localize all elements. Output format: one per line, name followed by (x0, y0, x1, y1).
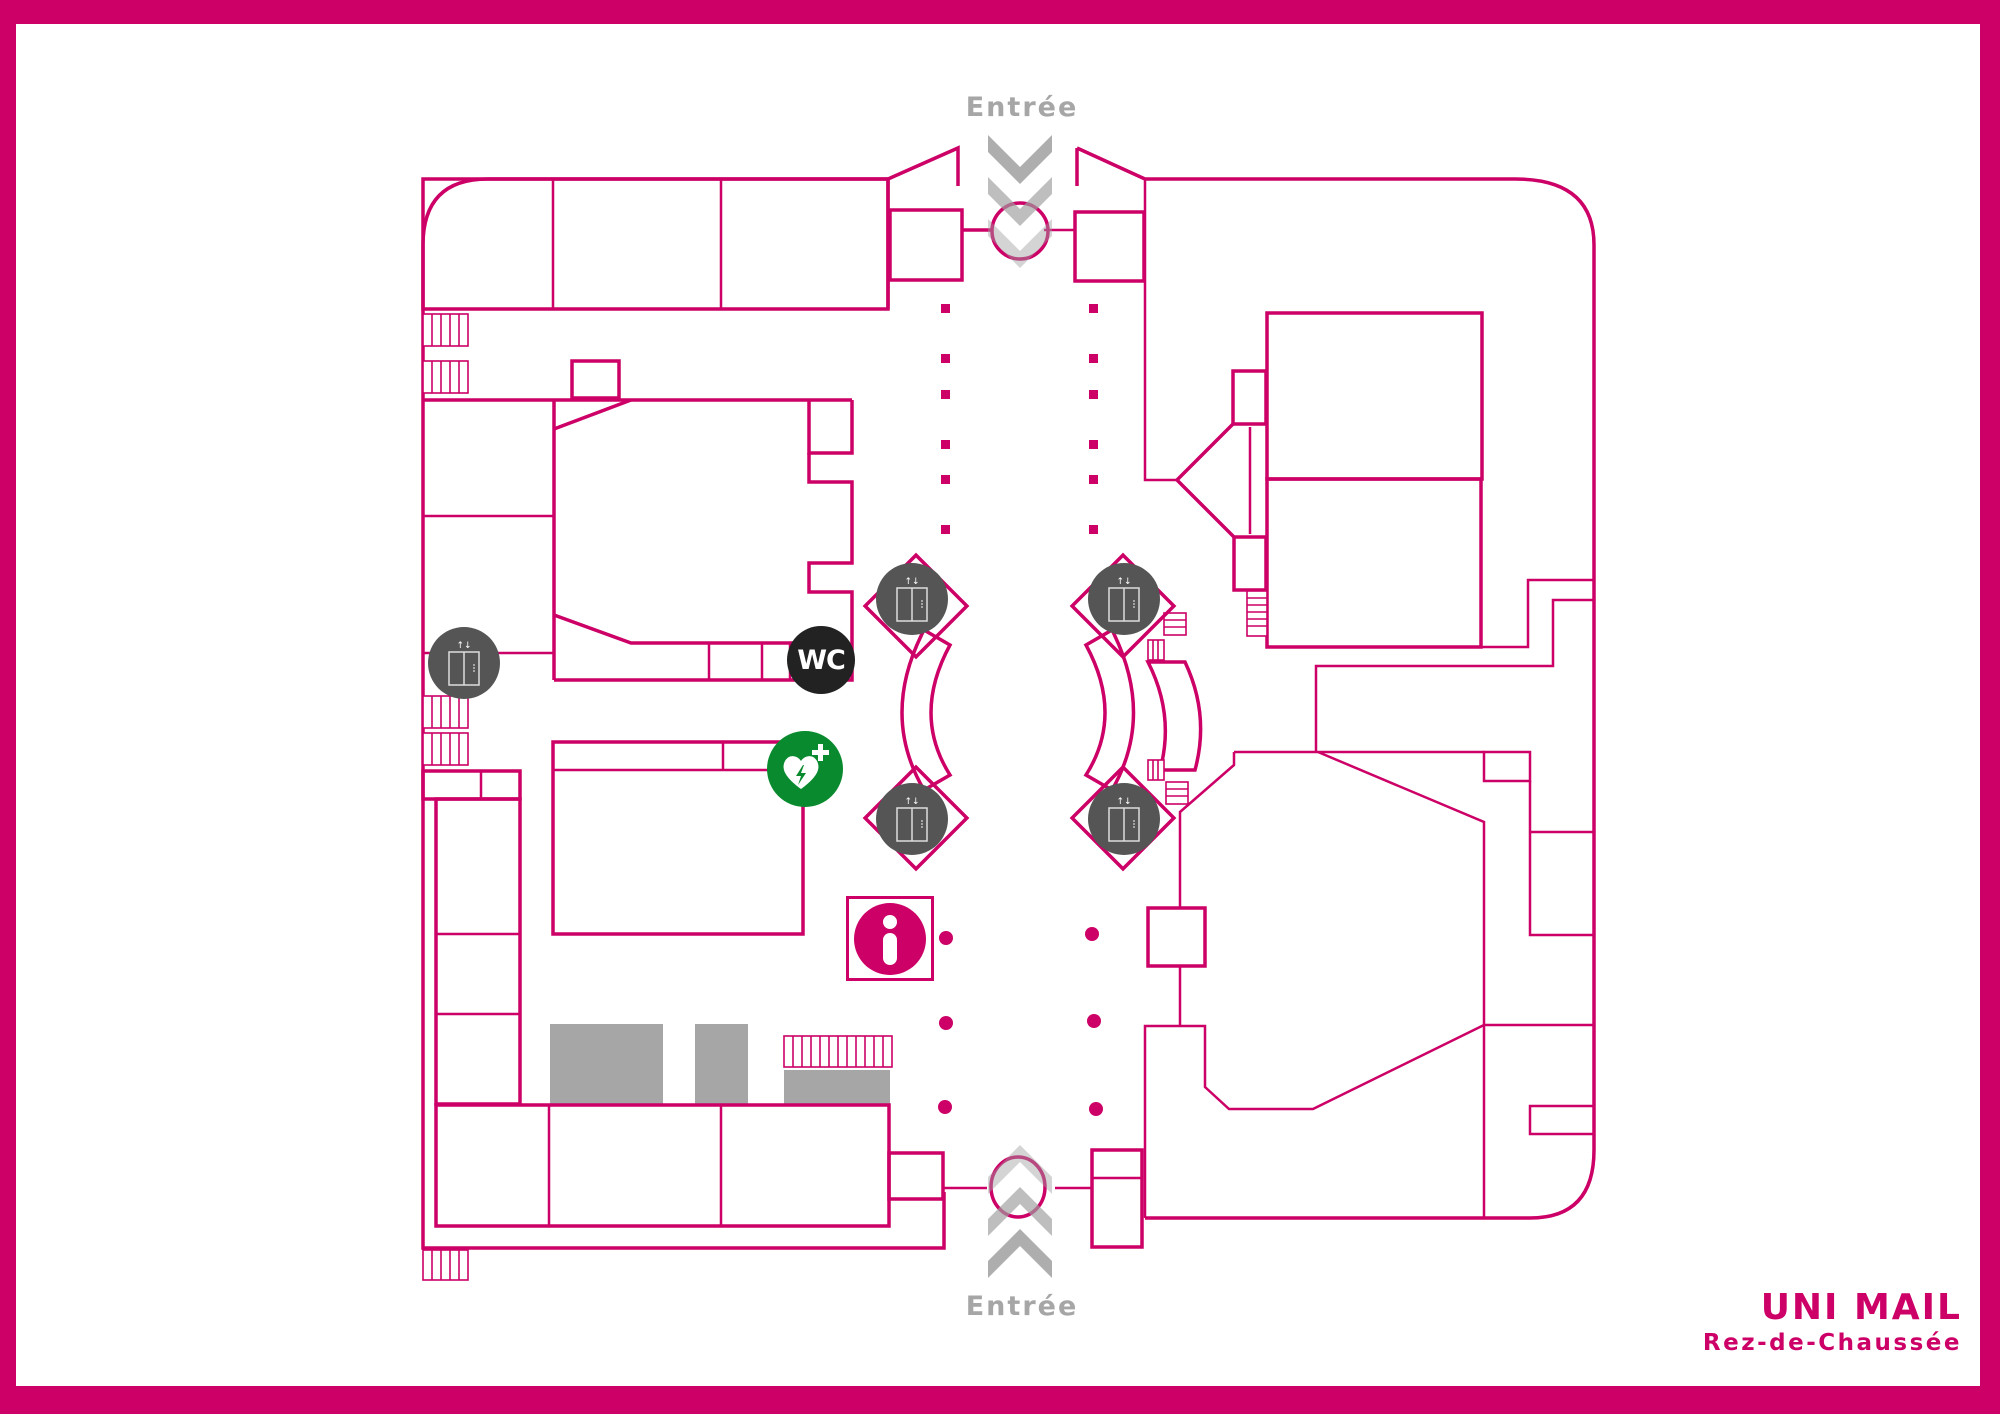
svg-text:↑↓: ↑↓ (1116, 797, 1131, 807)
wall (1174, 422, 1236, 539)
pillars (941, 304, 1098, 534)
building-title: UNI MAIL (1760, 1287, 1962, 1328)
elevator-icon[interactable]: ↑↓ (1088, 783, 1160, 855)
restricted-area (695, 1024, 748, 1104)
heart-bolt-icon (783, 744, 829, 789)
entrance-vestibule-left (887, 145, 960, 186)
elevator-icon[interactable]: ↑↓ (876, 563, 948, 635)
room (1146, 906, 1207, 968)
elevator-icon[interactable]: ↑↓ (1088, 563, 1160, 635)
wall (1528, 781, 1594, 937)
room (887, 1151, 945, 1201)
room (1482, 750, 1532, 783)
east-wing-outline (1076, 146, 1596, 1220)
elevator-icon[interactable]: ↑↓ (428, 627, 500, 699)
wc-label: WC (797, 644, 846, 676)
entrance-label-south: Entrée (965, 1291, 1079, 1322)
room (434, 1103, 891, 1228)
stairs (422, 695, 469, 729)
elevator-glyph: ↑↓ (1108, 577, 1140, 622)
room (570, 359, 621, 400)
room (551, 740, 805, 936)
svg-text:↑↓: ↑↓ (904, 577, 919, 587)
room (888, 208, 964, 282)
elevator-glyph: ↑↓ (1108, 797, 1140, 842)
wall (1178, 752, 1236, 850)
wall (1314, 598, 1594, 752)
west-wing (421, 145, 993, 1281)
room (1265, 311, 1484, 481)
stairs (1246, 590, 1268, 637)
stairs (1163, 612, 1187, 636)
stairs (783, 1035, 893, 1068)
info-icon (854, 902, 926, 975)
chevron-up-icon (988, 1145, 1052, 1278)
room (434, 797, 522, 1106)
round-pillars (938, 927, 1103, 1116)
svg-text:↑↓: ↑↓ (456, 641, 471, 651)
elevator-glyph: ↑↓ (896, 797, 928, 842)
entrance-label-north: Entrée (965, 92, 1079, 123)
room (421, 769, 522, 801)
elevator-glyph: ↑↓ (448, 641, 480, 686)
info-glyph (883, 914, 897, 965)
stage (1145, 660, 1203, 772)
info-point[interactable] (846, 896, 934, 981)
svg-text:↑↓: ↑↓ (1116, 577, 1131, 587)
room (1528, 1104, 1596, 1136)
wall (1143, 179, 1177, 482)
stairs (422, 732, 469, 766)
wc-icon[interactable]: WC (787, 626, 855, 694)
room (1231, 369, 1268, 426)
room (1265, 477, 1483, 649)
east-wing (1044, 146, 1596, 1249)
room (1073, 210, 1146, 283)
stairs (422, 313, 469, 347)
wall (1317, 750, 1486, 1218)
stairs (1147, 759, 1165, 781)
central-concourse (862, 135, 1177, 1278)
room (807, 400, 854, 455)
room (1090, 1148, 1144, 1249)
stairs (1147, 639, 1165, 661)
stairs (422, 1249, 469, 1281)
wall (1143, 1023, 1485, 1218)
wall (553, 613, 810, 645)
restricted-area (784, 1070, 890, 1104)
wall (553, 398, 632, 431)
revolving-door (989, 1155, 1047, 1219)
elevator-icon[interactable]: ↑↓ (876, 783, 948, 855)
stairs (422, 360, 469, 394)
revolving-door (990, 201, 1050, 261)
room (1232, 535, 1268, 592)
elevator-glyph: ↑↓ (896, 577, 928, 622)
stairs (1165, 781, 1189, 805)
ramp-left (900, 627, 953, 793)
wall (1481, 578, 1594, 649)
defibrillator-icon[interactable] (767, 731, 843, 807)
restricted-area (550, 1024, 663, 1104)
chevron-down-icon (988, 135, 1052, 268)
floor-subtitle: Rez-de-Chaussée (1702, 1330, 1962, 1356)
svg-text:↑↓: ↑↓ (904, 797, 919, 807)
room (421, 177, 890, 311)
